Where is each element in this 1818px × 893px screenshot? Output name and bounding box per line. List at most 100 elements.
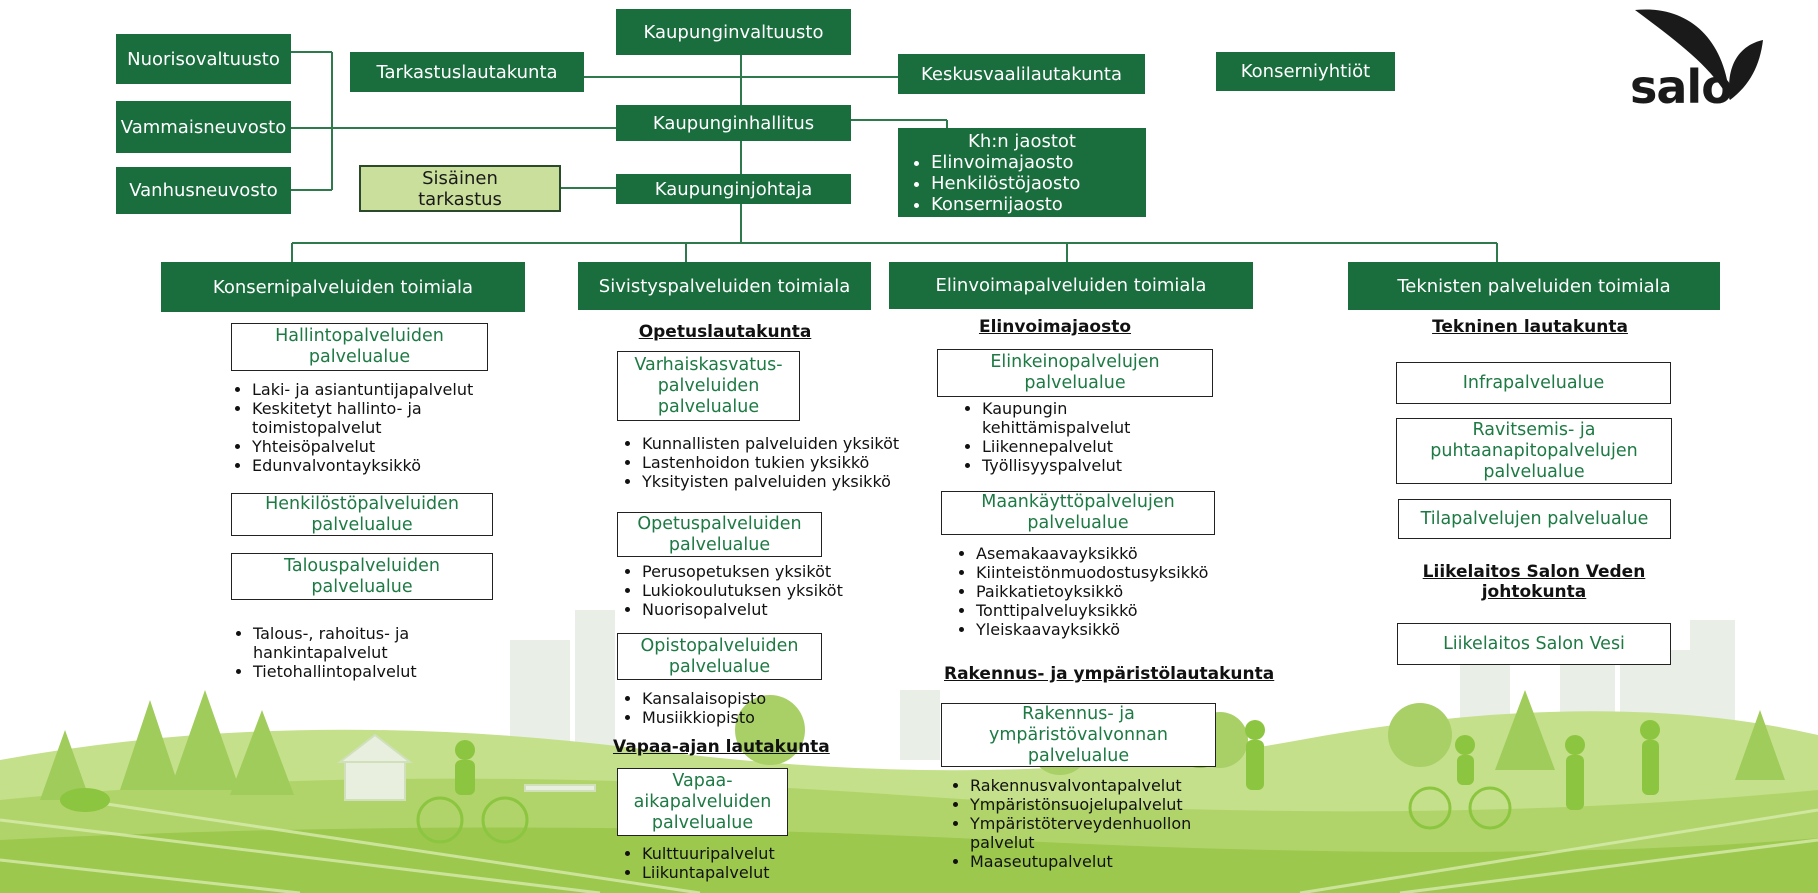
list-item: Perusopetuksen yksiköt xyxy=(642,562,902,581)
talouspalveluiden-box: Talouspalveluiden palvelualue xyxy=(231,553,493,600)
vapaa-aikapalveluiden-box: Vapaa- aikapalveluiden palvelualue xyxy=(617,768,788,836)
kaupunginhallitus-box: Kaupunginhallitus xyxy=(616,105,851,141)
keskusvaalilautakunta-box: Keskusvaalilautakunta xyxy=(898,54,1145,94)
heading-line: johtokunta xyxy=(1481,582,1587,602)
opetuspalveluiden-box: Opetuspalveluiden palvelualue xyxy=(617,512,822,557)
rakennus-ymparistovalvonnan-box: Rakennus- ja ympäristövalvonnan palvelua… xyxy=(941,703,1216,767)
salon-veden-johtokunta-heading: Liikelaitos Salon Veden johtokunta xyxy=(1414,562,1654,602)
elinkeino-list: Kaupungin kehittämispalvelut Liikennepal… xyxy=(960,399,1212,475)
heading-line: Liikelaitos Salon Veden xyxy=(1422,562,1646,582)
box-line: Opetuspalveluiden xyxy=(637,513,802,534)
jaostot-item: Konsernijaosto xyxy=(931,194,1146,215)
box-line: Elinkeinopalvelujen xyxy=(990,352,1160,372)
varhaiskasvatus-box: Varhaiskasvatus- palveluiden palvelualue xyxy=(617,351,800,421)
box-line: palveluiden xyxy=(657,375,760,396)
list-item: Musiikkiopisto xyxy=(642,708,862,727)
box-line: palvelualue xyxy=(311,514,413,535)
konserniyhtiot-box: Konserniyhtiöt xyxy=(1216,52,1395,91)
maankayttopalvelujen-box: Maankäyttöpalvelujen palvelualue xyxy=(941,491,1215,535)
opetus-list: Perusopetuksen yksiköt Lukiokoulutuksen … xyxy=(620,562,902,619)
list-item: Asemakaavayksikkö xyxy=(976,544,1256,563)
list-item: Kulttuuripalvelut xyxy=(642,844,862,863)
jaostot-item: Henkilöstöjaosto xyxy=(931,173,1146,194)
box-line: palvelualue xyxy=(657,396,760,417)
list-item: Työllisyyspalvelut xyxy=(982,456,1212,475)
vanhusneuvosto-box: Vanhusneuvosto xyxy=(116,167,291,214)
list-item: Liikennepalvelut xyxy=(982,437,1212,456)
division-konserni: Konsernipalveluiden toimiala xyxy=(161,262,525,312)
box-line: Vapaa- xyxy=(672,770,733,791)
list-item: Yleiskaavayksikkö xyxy=(976,620,1256,639)
maankaytto-list: Asemakaavayksikkö Kiinteistönmuodostusyk… xyxy=(954,544,1256,639)
kh-jaostot-box: Kh:n jaostot Elinvoimajaosto Henkilöstöj… xyxy=(898,128,1146,217)
box-line: puhtaanapitopalvelujen xyxy=(1430,440,1638,461)
hallintopalveluiden-box: Hallintopalveluiden palvelualue xyxy=(231,323,488,371)
box-line: ympäristövalvonnan xyxy=(989,724,1168,745)
opetuslautakunta-heading: Opetuslautakunta xyxy=(638,322,812,342)
ravitsemis-box: Ravitsemis- ja puhtaanapitopalvelujen pa… xyxy=(1396,418,1672,484)
box-line: palvelualue xyxy=(1027,745,1130,766)
division-elinvoima: Elinvoimapalveluiden toimiala xyxy=(889,262,1253,309)
infrapalvelualue-box: Infrapalvelualue xyxy=(1396,362,1671,404)
elinvoimajaosto-heading: Elinvoimajaosto xyxy=(978,317,1132,337)
box-line: palvelualue xyxy=(1483,461,1585,482)
rakennus-lautakunta-heading: Rakennus- ja ympäristölautakunta xyxy=(944,664,1275,684)
sisainen-line2: tarkastus xyxy=(418,188,502,210)
varhais-list: Kunnallisten palveluiden yksiköt Lastenh… xyxy=(620,434,962,491)
list-item: Keskitetyt hallinto- ja toimistopalvelut xyxy=(252,399,542,437)
box-line: palvelualue xyxy=(651,812,754,833)
list-item: Maaseutupalvelut xyxy=(970,852,1250,871)
list-item: Edunvalvontayksikkö xyxy=(252,456,542,475)
list-item: Ympäristönsuojelupalvelut xyxy=(970,795,1250,814)
box-line: Varhaiskasvatus- xyxy=(634,354,783,375)
box-line: palvelualue xyxy=(1024,373,1126,393)
list-item: Paikkatietoyksikkö xyxy=(976,582,1256,601)
list-item: Lastenhoidon tukien yksikkö xyxy=(642,453,962,472)
box-line: palvelualue xyxy=(308,347,411,367)
box-line: Talouspalveluiden xyxy=(284,555,440,576)
box-line: aikapalveluiden xyxy=(633,791,772,812)
sisainen-tarkastus-box: Sisäinen tarkastus xyxy=(359,165,561,212)
list-item: Nuorisopalvelut xyxy=(642,600,902,619)
box-line: Ravitsemis- ja xyxy=(1472,419,1596,440)
list-item: Yksityisten palveluiden yksikkö xyxy=(642,472,962,491)
vapaa-list: Kulttuuripalvelut Liikuntapalvelut xyxy=(620,844,862,882)
kaupunginvaltuusto-box: Kaupunginvaltuusto xyxy=(616,9,851,55)
box-line: Rakennus- ja xyxy=(1022,703,1135,724)
henkilostopalveluiden-box: Henkilöstöpalveluiden palvelualue xyxy=(231,493,493,536)
box-line: palvelualue xyxy=(1027,513,1129,533)
vammaisneuvosto-box: Vammaisneuvosto xyxy=(116,101,291,153)
sisainen-line1: Sisäinen xyxy=(422,167,498,189)
vapaa-ajan-lautakunta-heading: Vapaa-ajan lautakunta xyxy=(613,737,830,757)
jaostot-title: Kh:n jaostot xyxy=(968,131,1076,152)
tilapalvelujen-box: Tilapalvelujen palvelualue xyxy=(1398,499,1671,539)
list-item: Lukiokoulutuksen yksiköt xyxy=(642,581,902,600)
box-line: Opistopalveluiden xyxy=(640,635,799,656)
jaostot-list: Elinvoimajaosto Henkilöstöjaosto Konsern… xyxy=(898,152,1146,215)
tarkastuslautakunta-box: Tarkastuslautakunta xyxy=(350,52,584,92)
list-item: Kunnallisten palveluiden yksiköt xyxy=(642,434,962,453)
box-line: palvelualue xyxy=(668,534,771,555)
list-item: Kaupungin kehittämispalvelut xyxy=(982,399,1212,437)
division-sivistys: Sivistyspalveluiden toimiala xyxy=(578,262,871,310)
box-line: Maankäyttöpalvelujen xyxy=(981,492,1175,512)
tekninen-lautakunta-heading: Tekninen lautakunta xyxy=(1432,317,1628,337)
box-line: Hallintopalveluiden xyxy=(275,326,444,346)
list-item: Kiinteistönmuodostusyksikkö xyxy=(976,563,1256,582)
box-line: Henkilöstöpalveluiden xyxy=(265,493,459,514)
list-item: Tonttipalveluyksikkö xyxy=(976,601,1256,620)
opisto-list: Kansalaisopisto Musiikkiopisto xyxy=(620,689,862,727)
salo-logo-leaf-icon xyxy=(1635,9,1763,100)
hallinto-list: Laki- ja asiantuntijapalvelut Keskitetyt… xyxy=(230,380,542,475)
box-line: palvelualue xyxy=(311,576,413,597)
list-item: Liikuntapalvelut xyxy=(642,863,862,882)
opistopalveluiden-box: Opistopalveluiden palvelualue xyxy=(617,633,822,680)
talous-list: Talous-, rahoitus- ja hankintapalvelut T… xyxy=(231,624,483,681)
division-tekninen: Teknisten palveluiden toimiala xyxy=(1348,262,1720,310)
list-item: Kansalaisopisto xyxy=(642,689,862,708)
elinkeinopalvelujen-box: Elinkeinopalvelujen palvelualue xyxy=(937,349,1213,397)
rakennus-list: Rakennusvalvontapalvelut Ympäristönsuoje… xyxy=(948,776,1250,871)
list-item: Talous-, rahoitus- ja hankintapalvelut xyxy=(253,624,483,662)
